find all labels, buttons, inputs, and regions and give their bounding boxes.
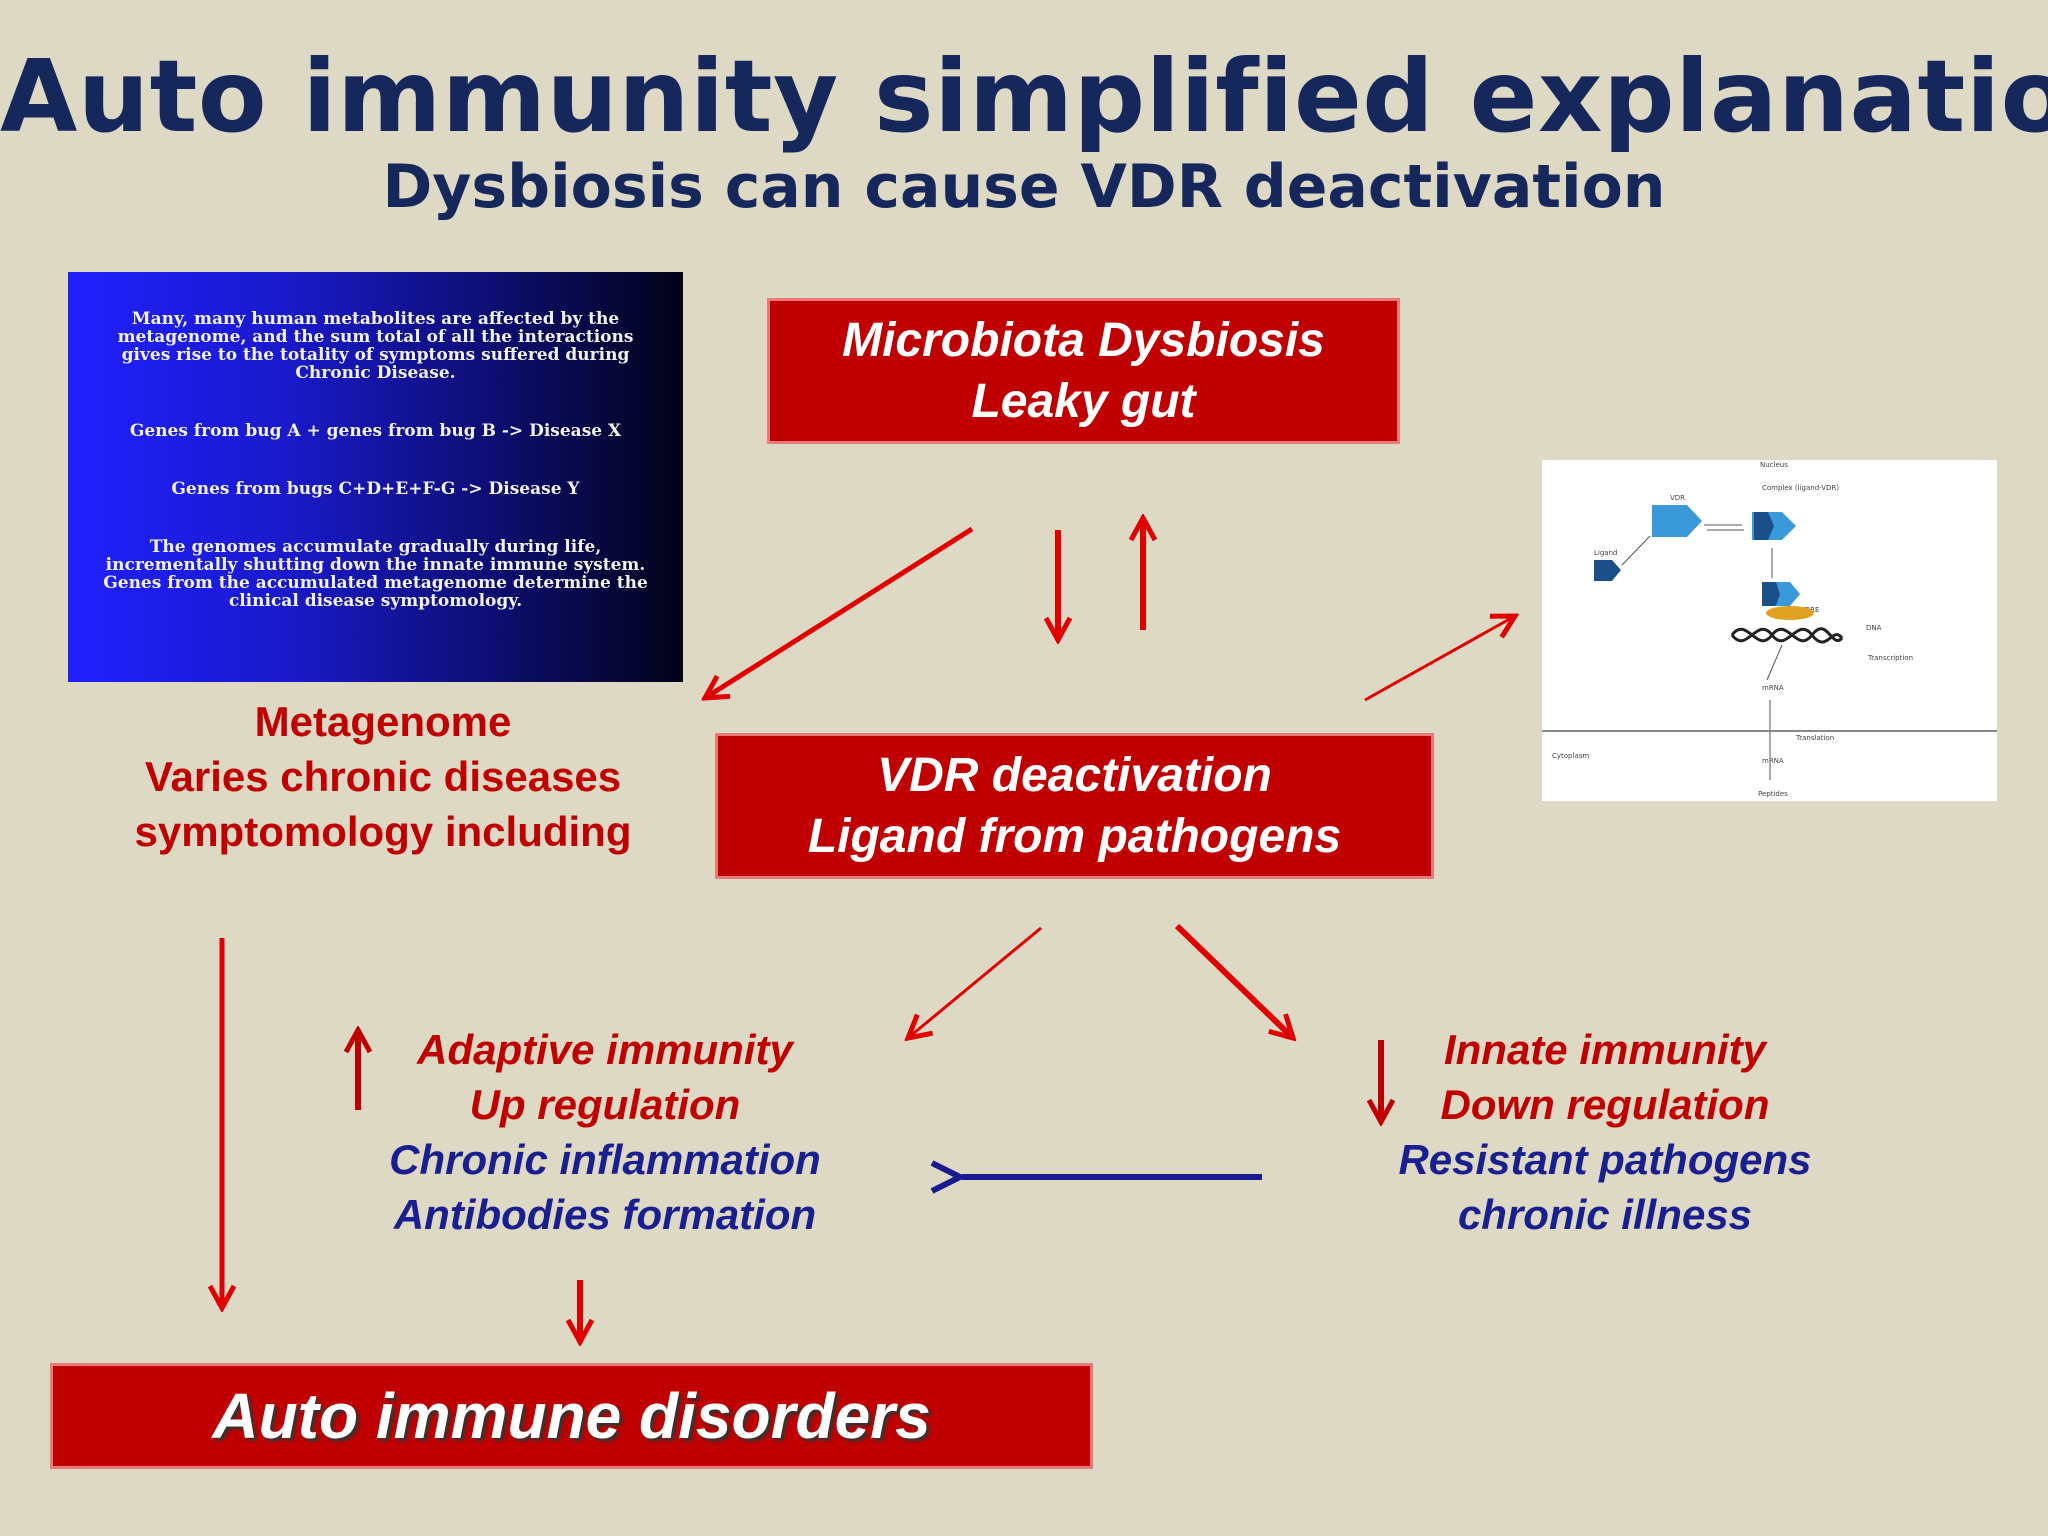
adaptive-line: Up regulation: [469, 1081, 741, 1128]
fig-label: Translation: [1795, 734, 1834, 742]
panel-paragraph: The genomes accumulate gradually during …: [103, 537, 648, 611]
microbiota-dysbiosis-box: Microbiota Dysbiosis Leaky gut: [767, 298, 1400, 444]
fig-label: DNA: [1866, 624, 1882, 632]
arrow-dysbiosis-to-metagenome: [705, 526, 974, 698]
vdr-deactivation-box: VDR deactivation Ligand from pathogens: [715, 733, 1434, 879]
vdr-mechanism-figure: Nucleus VDR Complex (ligand-VDR) Ligand …: [1542, 460, 1997, 801]
metagenome-line: symptomology including: [134, 808, 632, 855]
slide-subtitle: Dysbiosis can cause VDR deactivation: [382, 152, 1666, 222]
adaptive-immunity-label: Adaptive immunity Up regulation Chronic …: [360, 1022, 850, 1242]
fig-label: Ligand: [1594, 549, 1617, 557]
adaptive-line: Adaptive immunity: [417, 1026, 793, 1073]
fig-label: mRNA: [1762, 684, 1784, 692]
innate-line: chronic illness: [1457, 1191, 1753, 1238]
box-line: Microbiota Dysbiosis: [842, 314, 1325, 367]
fig-label: Complex (ligand-VDR): [1762, 484, 1839, 492]
fig-label: Peptides: [1758, 790, 1788, 798]
fig-label: VDR: [1670, 494, 1685, 502]
fig-label: mRNA: [1762, 757, 1784, 765]
fig-label: Nucleus: [1760, 461, 1788, 469]
innate-line: Innate immunity: [1443, 1026, 1767, 1073]
panel-paragraph: Genes from bug A + genes from bug B -> D…: [129, 421, 622, 441]
box-line: VDR deactivation: [877, 749, 1272, 802]
box-line: Ligand from pathogens: [807, 810, 1342, 863]
metagenome-line: Varies chronic diseases: [144, 753, 622, 800]
metagenome-line: Metagenome: [254, 698, 512, 745]
vdr-mechanism-illustration: Nucleus VDR Complex (ligand-VDR) Ligand …: [1542, 461, 1997, 798]
adaptive-line: Chronic inflammation: [389, 1136, 821, 1183]
innate-line: Resistant pathogens: [1398, 1136, 1812, 1183]
auto-immune-disorders-box: Auto immune disorders: [50, 1363, 1093, 1469]
box-line: Leaky gut: [971, 375, 1196, 428]
innate-immunity-label: Innate immunity Down regulation Resistan…: [1350, 1022, 1860, 1242]
arrow-vdr-to-adaptive: [908, 926, 1042, 1038]
panel-paragraph: Many, many human metabolites are affecte…: [117, 309, 634, 383]
adaptive-line: Antibodies formation: [393, 1191, 817, 1238]
fig-label: Transcription: [1867, 654, 1913, 662]
innate-line: Down regulation: [1440, 1081, 1770, 1128]
fig-label: Cytoplasm: [1552, 752, 1589, 760]
slide-title: Auto immunity simplified explanation: [0, 38, 2048, 155]
arrow-vdr-to-innate: [1174, 923, 1293, 1038]
metagenome-text-panel: Many, many human metabolites are affecte…: [68, 272, 683, 682]
arrow-vdr-to-figure: [1364, 616, 1515, 702]
metagenome-label: Metagenome Varies chronic diseases sympt…: [88, 694, 678, 859]
panel-paragraph: Genes from bugs C+D+E+F-G -> Disease Y: [171, 479, 580, 499]
